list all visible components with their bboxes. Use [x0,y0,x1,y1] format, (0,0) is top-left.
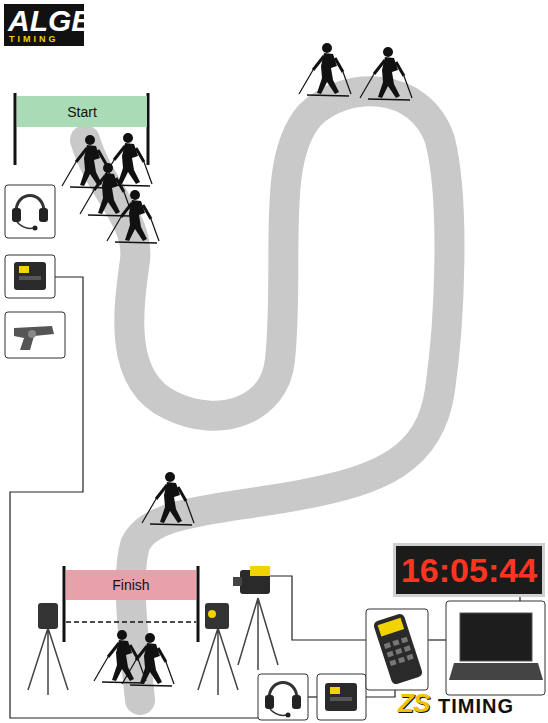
node-text: 16:05:44 [401,551,537,590]
logo-text: ALGE [8,6,91,36]
logo-subtext: TIMING [9,35,59,44]
logo-text: TIMING [438,696,514,716]
finish-banner: Finish [66,570,196,600]
start-banner: Start [17,96,147,127]
scoreboard-display: 16:05:44 [396,546,542,594]
node-text: Start [67,104,97,120]
node-text: Finish [112,577,149,593]
logo-mark: ZS [398,690,429,716]
